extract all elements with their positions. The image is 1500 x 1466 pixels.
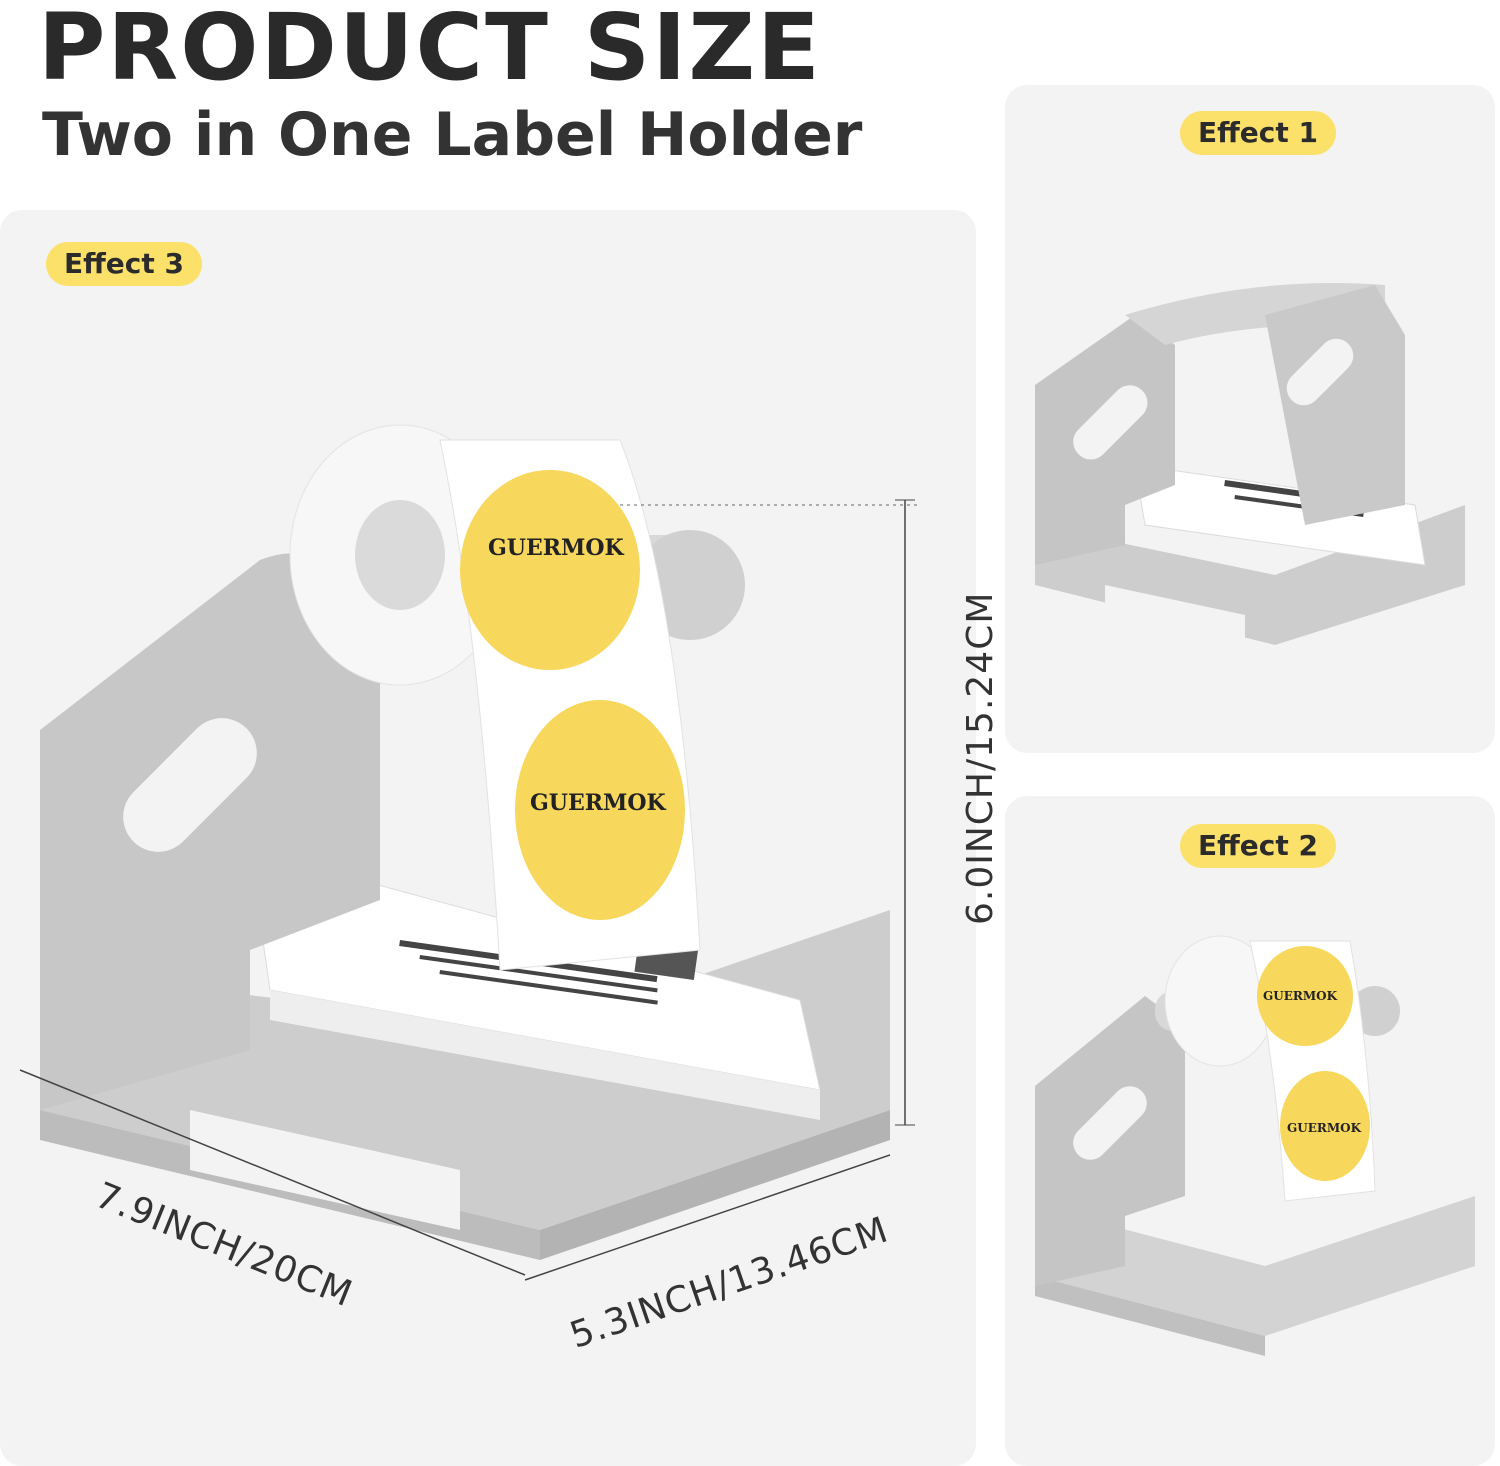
logo-text: GUERMOK: [1287, 1121, 1362, 1135]
effect-1-panel: Effect 1: [1005, 85, 1495, 753]
label-holder-illustration-effect-1: [1035, 283, 1465, 645]
height-dimension-label: 6.0INCH/15.24CM: [960, 591, 1001, 925]
label-holder-illustration-main: GUERMOK GUERMOK: [19, 424, 920, 1281]
main-panel: Effect 3 GUERMOK GUERMOK: [0, 210, 1001, 1466]
logo-text: GUERMOK: [1263, 989, 1338, 1003]
label-holder-illustration-effect-2: GUERMOK GUERMOK: [1035, 935, 1475, 1356]
logo-text: GUERMOK: [530, 790, 667, 816]
effect-3-badge: Effect 3: [46, 242, 203, 286]
logo-text: GUERMOK: [488, 535, 625, 561]
page-title: PRODUCT SIZE: [38, 0, 822, 101]
effect-2-panel: Effect 2 GUERMOK GUERMOK: [1005, 796, 1495, 1466]
page-subtitle: Two in One Label Holder: [42, 100, 863, 170]
effect-1-badge: Effect 1: [1180, 111, 1337, 155]
effect-2-badge: Effect 2: [1180, 824, 1337, 868]
